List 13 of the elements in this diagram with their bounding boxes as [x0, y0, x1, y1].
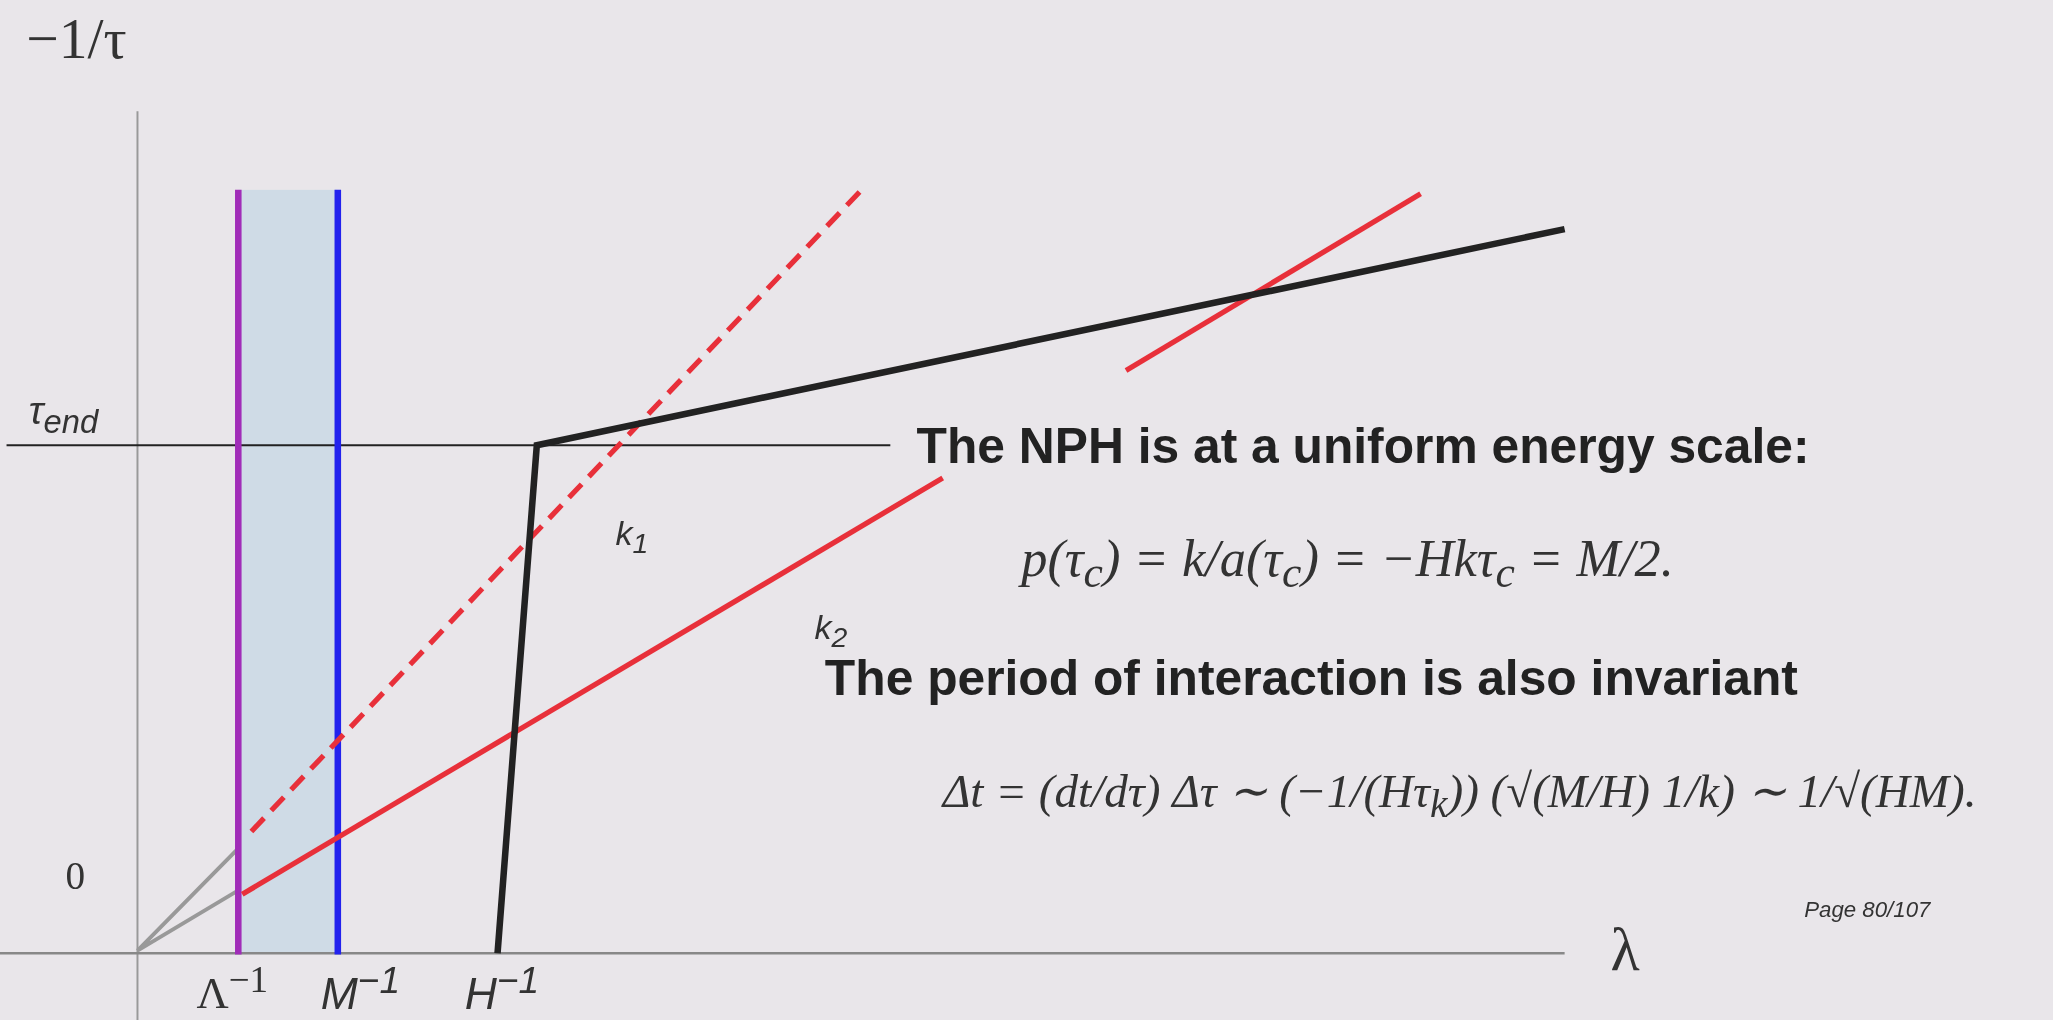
axis-label: −1/τ: [26, 6, 127, 70]
heading: The NPH is at a uniform energy scale:: [916, 418, 1810, 474]
tick-label: τ$_{end}$: [28, 388, 99, 440]
equation: Δt = (dt/dτ) Δτ ∼ (−1/(Hτ$_{k}$)) (√(M/H) 1/k) ∼ 1/√(HM).: [942, 765, 1977, 826]
tick-label: M$^{−1}$: [320, 959, 401, 1019]
tick-label: H$^{−1}$: [464, 959, 540, 1019]
line-label: k$_{2}$: [814, 608, 848, 653]
tick-label: 0: [65, 853, 86, 897]
line-label: k$_{1}$: [615, 514, 649, 559]
heading: The period of interaction is also invariant: [824, 650, 1798, 706]
page-number: Page 80/107: [1804, 898, 1931, 923]
tick-label: Λ$^{−1}$: [196, 959, 269, 1018]
axis-label: λ: [1610, 916, 1640, 983]
